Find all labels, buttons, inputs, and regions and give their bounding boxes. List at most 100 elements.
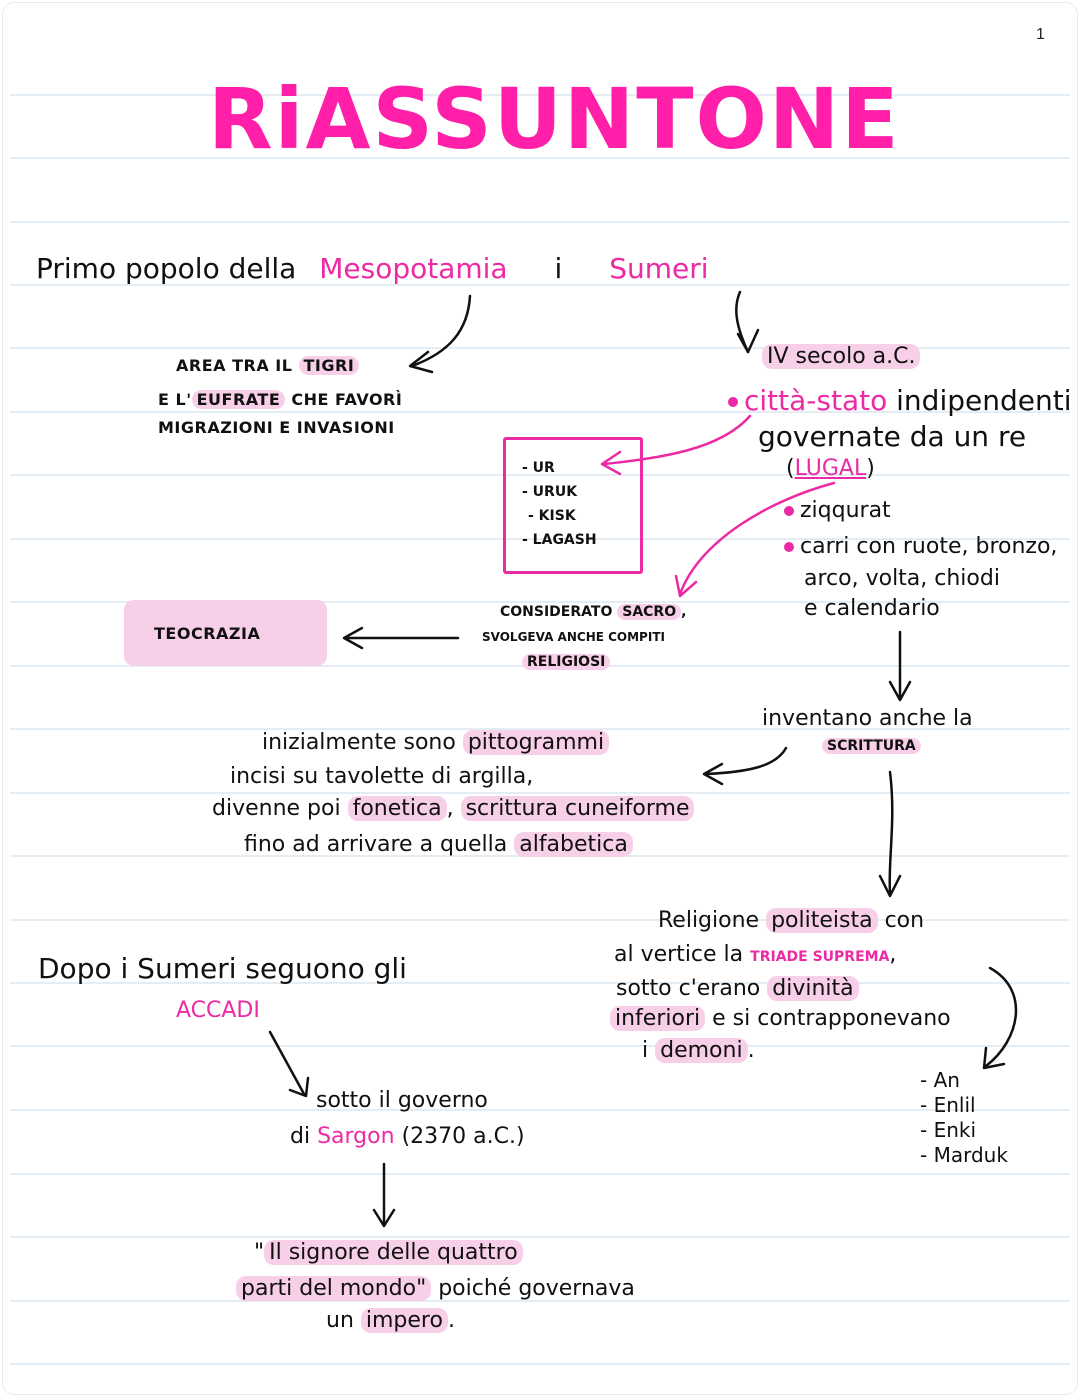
- quote-text: poiché governava: [438, 1276, 635, 1301]
- rule-line: [10, 792, 1070, 794]
- fonetica-highlight: fonetica: [347, 796, 447, 821]
- cities-list: - UR - URUK - KISK - LAGASH: [522, 456, 597, 552]
- rule-line: [10, 1300, 1070, 1302]
- rule-line: [10, 474, 1070, 476]
- invention-item-carri: carri con ruote, bronzo,: [784, 534, 1057, 559]
- religion-text: e si contrapponevano: [712, 1006, 951, 1031]
- cuneiforme-highlight: scrittura cuneiforme: [460, 796, 695, 821]
- sargon-date: (2370 a.C.): [401, 1124, 525, 1149]
- divinita-highlight: divinità: [767, 976, 859, 1001]
- period: .: [747, 1038, 755, 1063]
- inventions-line-3: e calendario: [804, 596, 940, 621]
- writing-evolution-text: divenne poi: [212, 796, 341, 821]
- intro-i: i: [554, 252, 563, 285]
- religion-text: Religione: [658, 908, 760, 933]
- writing-evolution-line-2: incisi su tavolette di argilla,: [230, 764, 534, 789]
- invention-item-ziqqurat: ziqqurat: [784, 498, 891, 523]
- rule-line: [10, 728, 1070, 730]
- city-item: - UR: [522, 460, 555, 476]
- sargon-text: di: [290, 1124, 311, 1149]
- quote-line-3: un impero.: [326, 1308, 455, 1333]
- politeista-highlight: politeista: [766, 908, 878, 933]
- area-text: CHE FAVORÌ: [291, 390, 403, 409]
- sargon-term: Sargon: [317, 1124, 395, 1149]
- intro-prefix: Primo popolo della: [36, 252, 297, 285]
- bullet-icon: [784, 506, 794, 516]
- sargon-line-2: di Sargon (2370 a.C.): [290, 1124, 525, 1149]
- writing-evolution-line-3: divenne poi fonetica, scrittura cuneifor…: [212, 796, 695, 821]
- rule-line: [10, 94, 1070, 96]
- page-number: 1: [1036, 26, 1045, 43]
- quote-mark: ": [254, 1240, 265, 1265]
- quote-line-2: parti del mondo" poiché governava: [236, 1276, 635, 1301]
- area-line-1: AREA TRA IL TIGRI: [176, 356, 360, 375]
- quote-text: un: [326, 1308, 354, 1333]
- religion-line-1: Religione politeista con: [658, 908, 924, 933]
- inferiori-highlight: inferiori: [610, 1006, 706, 1031]
- intro-line: Primo popolo della Mesopotamia i Sumeri: [36, 252, 709, 285]
- rule-line: [10, 284, 1070, 286]
- rule-line: [10, 919, 1070, 921]
- religiosi-highlight: RELIGIOSI: [522, 654, 611, 670]
- citta-stato-term: città-stato: [744, 384, 888, 417]
- accadi-line-1: Dopo i Sumeri seguono gli: [38, 952, 407, 985]
- city-item: - URUK: [522, 484, 578, 500]
- rule-line: [10, 157, 1070, 159]
- sargon-line-1: sotto il governo: [316, 1088, 488, 1113]
- area-text: AREA TRA IL: [176, 356, 293, 375]
- cities-box: [503, 437, 643, 574]
- bullet-icon: [728, 397, 738, 407]
- rule-line: [10, 1363, 1070, 1365]
- god-item: - Enki: [920, 1118, 977, 1142]
- lugal-line: (LUGAL): [786, 456, 875, 481]
- writing-evolution-text: fino ad arrivare a quella: [244, 832, 508, 857]
- tigri-highlight: TIGRI: [298, 356, 360, 375]
- bullet-icon: [784, 542, 794, 552]
- citta-stato-line-2: governate da un re: [758, 420, 1027, 453]
- area-line-3: MIGRAZIONI E INVASIONI: [158, 418, 395, 437]
- religion-line-5: i demoni.: [642, 1038, 755, 1063]
- sacro-highlight: SACRO: [617, 604, 682, 620]
- writing-evolution-line-4: fino ad arrivare a quella alfabetica: [244, 832, 633, 857]
- period-label: IV secolo a.C.: [762, 344, 921, 369]
- rule-line: [10, 1109, 1070, 1111]
- writing-evolution-text: inizialmente sono: [262, 730, 456, 755]
- citta-stato-line-1: città-stato indipendenti: [728, 384, 1071, 417]
- mesopotamia-term: Mesopotamia: [319, 252, 508, 285]
- rule-line: [10, 1236, 1070, 1238]
- king-role-text: CONSIDERATO: [500, 604, 613, 620]
- paren-close: ): [866, 456, 875, 481]
- quote-highlight: Il signore delle quattro: [264, 1240, 523, 1265]
- religion-line-2: al vertice la TRIADE SUPREMA,: [614, 942, 896, 967]
- pittogrammi-highlight: pittogrammi: [462, 730, 610, 755]
- citta-stato-text: indipendenti: [896, 384, 1072, 417]
- impero-highlight: impero: [360, 1308, 448, 1333]
- religion-line-4: inferiori e si contrapponevano: [610, 1006, 951, 1031]
- god-item: - Marduk: [920, 1143, 1008, 1167]
- page-title: RiASSUNTONE: [208, 70, 901, 168]
- invention-text: ziqqurat: [800, 498, 891, 523]
- god-item: - Enlil: [920, 1093, 976, 1117]
- god-item: - An: [920, 1068, 960, 1092]
- triade-suprema-term: TRIADE SUPREMA: [750, 949, 890, 965]
- scrittura-highlight: SCRITTURA: [822, 738, 921, 754]
- inventions-line-2: arco, volta, chiodi: [804, 566, 1000, 591]
- lugal-term: LUGAL: [794, 456, 867, 481]
- religion-line-3: sotto c'erano divinità: [616, 976, 859, 1001]
- rule-line: [10, 1045, 1070, 1047]
- paren-open: (: [786, 456, 795, 481]
- demoni-highlight: demoni: [655, 1038, 748, 1063]
- king-role-line-1: CONSIDERATO SACRO,: [500, 604, 686, 620]
- religion-text: con: [884, 908, 925, 933]
- area-line-2: E L'EUFRATE CHE FAVORÌ: [158, 390, 402, 409]
- quote-line-1: "Il signore delle quattro: [254, 1240, 523, 1265]
- teocrazia-box: [124, 600, 327, 666]
- rule-line: [10, 538, 1070, 540]
- king-role-line-3: RELIGIOSI: [522, 654, 611, 670]
- sumeri-term: Sumeri: [609, 252, 709, 285]
- city-item: - KISK: [528, 508, 576, 524]
- comma: ,: [681, 604, 687, 620]
- religion-text: sotto c'erano: [616, 976, 761, 1001]
- eufrate-highlight: EUFRATE: [191, 390, 286, 409]
- rule-line: [10, 411, 1070, 413]
